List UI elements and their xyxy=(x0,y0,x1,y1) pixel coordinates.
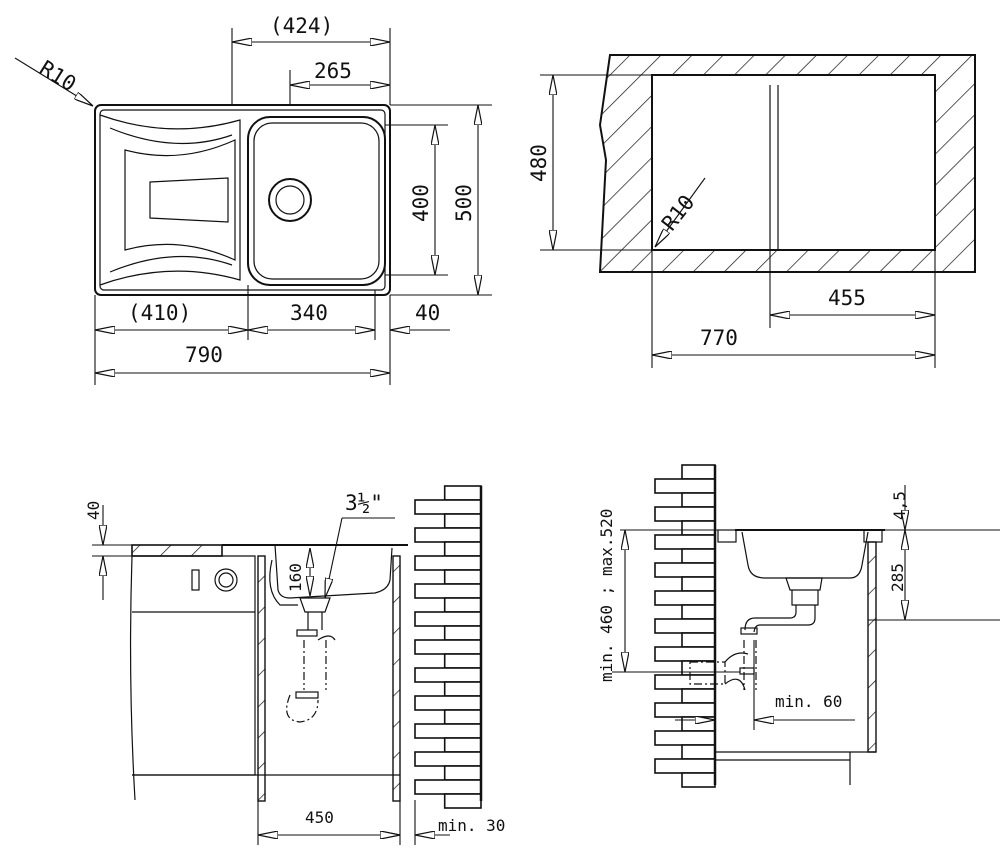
drain-icon xyxy=(268,178,312,222)
brick xyxy=(681,604,716,620)
label-drain-height: min. 460 ; max.520 xyxy=(597,509,616,682)
brick xyxy=(443,737,482,753)
switch-icon xyxy=(191,569,200,591)
cutout-view: 480 R10 455 770 xyxy=(527,54,976,368)
label-drain-size: 3½" xyxy=(345,491,383,515)
sink-bowl xyxy=(247,116,386,286)
brick-wall-right xyxy=(654,464,717,788)
brick-wall-left xyxy=(414,485,483,809)
brick xyxy=(654,506,716,522)
brick xyxy=(681,716,716,732)
brick xyxy=(654,730,716,746)
cabinet-wall-right-section xyxy=(867,541,877,753)
label-width-bowl-side: (424) xyxy=(270,14,333,38)
brick xyxy=(443,625,482,641)
drain-fitting xyxy=(299,597,331,613)
cutout-opening xyxy=(651,74,936,251)
label-bowl-depth-right: 285 xyxy=(888,563,907,592)
brick xyxy=(443,681,482,697)
bowl-section-right xyxy=(741,531,869,579)
brick xyxy=(414,723,482,739)
label-bowl-depth: 400 xyxy=(409,184,433,222)
label-cutout-radius: R10 xyxy=(657,190,699,235)
brick xyxy=(681,744,716,760)
brick xyxy=(414,555,482,571)
brick xyxy=(654,590,716,606)
brick xyxy=(414,583,482,599)
cabinet-wall-left xyxy=(257,555,266,802)
label-overall-width: 790 xyxy=(185,343,223,367)
brick xyxy=(654,534,716,550)
label-wall-gap: min. 30 xyxy=(438,816,505,835)
side-section-left: 40 3½" 160 450 min. 30 xyxy=(84,485,505,845)
brick xyxy=(654,758,716,774)
side-section-right: min. 460 ; max.520 4,5 285 min. 60 xyxy=(597,464,1000,788)
label-drainer-width: (410) xyxy=(128,301,191,325)
brick xyxy=(681,548,716,564)
label-bowl-cutout: 455 xyxy=(828,286,866,310)
label-cabinet-width: 450 xyxy=(305,808,334,827)
label-bowl-height: 160 xyxy=(286,563,305,592)
label-rim-right: 40 xyxy=(415,301,440,325)
brick xyxy=(681,688,716,704)
brick xyxy=(443,709,482,725)
label-cutout-width: 770 xyxy=(700,326,738,350)
brick xyxy=(654,702,716,718)
brick xyxy=(414,611,482,627)
brick xyxy=(654,674,716,690)
brick xyxy=(443,653,482,669)
label-rim-thickness: 4,5 xyxy=(890,491,909,520)
brick xyxy=(681,492,716,508)
brick xyxy=(681,464,716,480)
brick xyxy=(414,779,482,795)
brick xyxy=(443,541,482,557)
brick xyxy=(654,478,716,494)
label-radius: R10 xyxy=(35,56,80,96)
label-siphon-clearance: min. 60 xyxy=(775,692,842,711)
brick xyxy=(681,772,716,788)
sink-plan-view: R10 (424) 265 400 500 (410) 340 40 790 xyxy=(14,14,492,385)
brick xyxy=(654,562,716,578)
brick xyxy=(443,513,482,529)
brick xyxy=(443,485,482,501)
brick xyxy=(681,632,716,648)
brick xyxy=(654,646,716,662)
brick xyxy=(414,639,482,655)
worktop-hatched xyxy=(598,54,976,273)
brick xyxy=(443,793,482,809)
brick xyxy=(414,695,482,711)
brick xyxy=(443,597,482,613)
brick xyxy=(443,765,482,781)
brick xyxy=(414,751,482,767)
label-drain-offset: 265 xyxy=(314,59,352,83)
drainer-grooves xyxy=(99,114,241,286)
brick xyxy=(654,618,716,634)
knob-icon xyxy=(214,568,238,592)
brick xyxy=(443,569,482,585)
label-bowl-width: 340 xyxy=(290,301,328,325)
cabinet-wall-right xyxy=(392,555,401,802)
brick xyxy=(414,527,482,543)
brick xyxy=(414,499,482,515)
sink-outline xyxy=(94,104,391,296)
label-worktop-thickness: 40 xyxy=(84,501,103,520)
label-cutout-depth: 480 xyxy=(527,144,551,182)
brick xyxy=(414,667,482,683)
brick xyxy=(681,660,716,676)
label-overall-depth: 500 xyxy=(452,184,476,222)
brick xyxy=(681,520,716,536)
brick xyxy=(681,576,716,592)
worktop-section xyxy=(131,544,223,557)
